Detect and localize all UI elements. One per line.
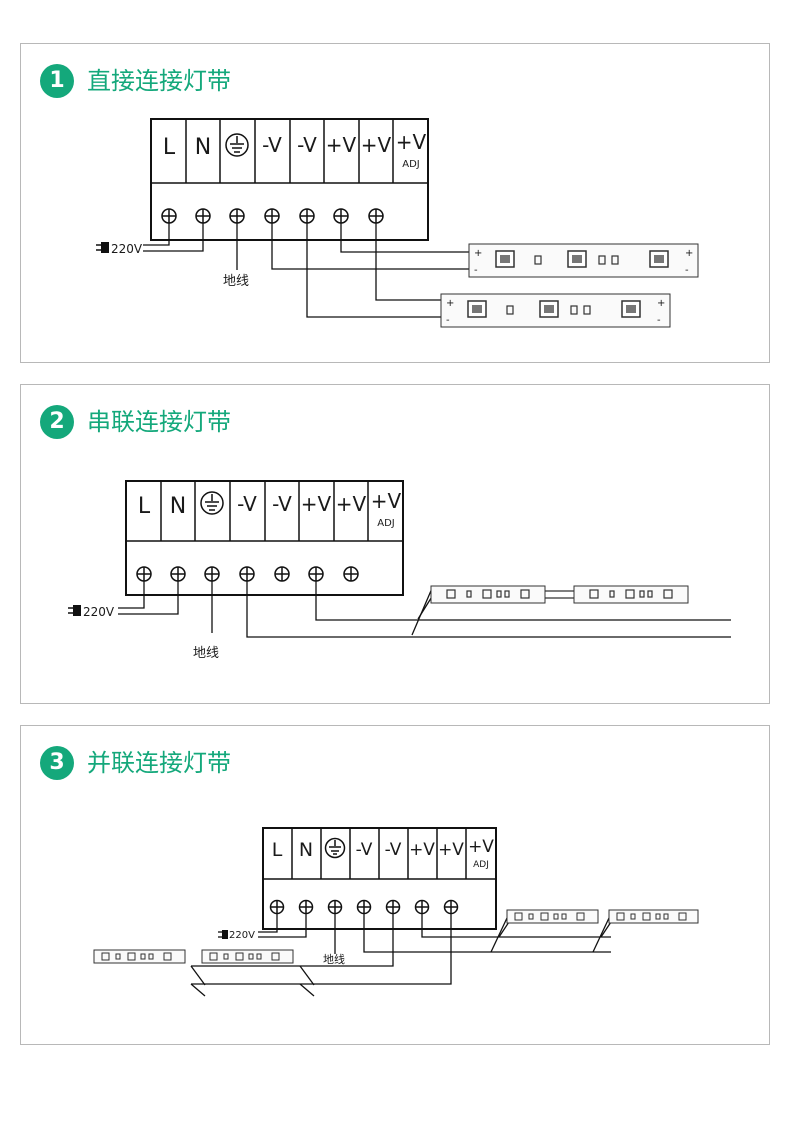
- wiring-diagram-parallel: L N -V -V +V +V +V ADJ: [93, 827, 699, 997]
- ground-symbol-icon: [200, 491, 224, 515]
- terminal-label-minus-v: -V: [262, 133, 282, 157]
- wires: [190, 913, 612, 997]
- mains-voltage-label: 220V: [111, 242, 143, 256]
- terminal-label-plus-v: +V: [336, 492, 367, 516]
- wires: [118, 581, 731, 638]
- adj-label: ADJ: [402, 159, 420, 170]
- terminal-label-N: N: [299, 839, 313, 861]
- wiring-diagram-direct: L N -V -V +V +V +V ADJ: [96, 118, 699, 328]
- ground-wire-label: 地线: [193, 646, 219, 661]
- terminal-label-plus-v-adj: +V: [468, 837, 494, 857]
- mains-plug-icon: [68, 605, 81, 616]
- terminal-label-L: L: [272, 839, 283, 861]
- mains-voltage-label: 220V: [229, 930, 255, 941]
- section-number-badge: 2: [40, 405, 74, 439]
- mains-plug-icon: [96, 242, 109, 253]
- terminal-label-L: L: [138, 494, 151, 519]
- terminal-label-N: N: [170, 494, 186, 519]
- section-title: 并联连接灯带: [87, 749, 231, 777]
- led-strip: [430, 585, 546, 604]
- strip-plus-label: +: [657, 298, 665, 309]
- terminal-label-plus-v: +V: [361, 133, 392, 157]
- terminal-label-plus-v: +V: [438, 840, 464, 860]
- power-supply: L N -V -V +V +V +V ADJ: [262, 827, 497, 930]
- terminal-label-L: L: [163, 135, 176, 160]
- ground-symbol-icon: [225, 133, 249, 157]
- led-strip: [506, 909, 599, 924]
- wires: [143, 223, 469, 318]
- strip-minus-label: -: [474, 265, 478, 276]
- terminal-label-minus-v: -V: [297, 133, 317, 157]
- led-strip: [573, 585, 689, 604]
- section-number-badge: 1: [40, 64, 74, 98]
- strip-minus-label: -: [657, 315, 661, 326]
- terminal-label-plus-v: +V: [409, 840, 435, 860]
- section-number-badge: 3: [40, 746, 74, 780]
- terminal-label-plus-v-adj: +V: [371, 489, 402, 513]
- section-title: 串联连接灯带: [87, 408, 231, 436]
- strip-plus-label: +: [685, 248, 693, 259]
- terminal-dividers: [185, 119, 394, 183]
- power-supply: L N -V -V +V +V +V ADJ: [125, 480, 404, 596]
- led-strip: + - + -: [468, 243, 699, 278]
- terminal-label-minus-v: -V: [356, 840, 373, 860]
- terminal-label-plus-v: +V: [326, 133, 357, 157]
- terminal-label-plus-v-adj: +V: [396, 130, 427, 154]
- power-supply: L N -V -V +V +V +V ADJ: [150, 118, 429, 241]
- led-strip: [93, 949, 186, 964]
- strip-minus-label: -: [446, 315, 450, 326]
- ground-wire-label: 地线: [323, 952, 345, 966]
- adj-label: ADJ: [377, 518, 395, 529]
- terminal-label-N: N: [195, 135, 211, 160]
- strip-plus-label: +: [446, 298, 454, 309]
- ground-symbol-icon: [324, 837, 346, 859]
- mains-plug-icon: [218, 930, 228, 939]
- mains-voltage-label: 220V: [83, 605, 115, 619]
- ground-wire-label: 地线: [223, 274, 249, 289]
- led-strip: [201, 949, 294, 964]
- led-strip: + - + -: [440, 293, 671, 328]
- adj-label: ADJ: [473, 860, 489, 870]
- terminal-label-minus-v: -V: [272, 492, 292, 516]
- wiring-diagram-series: L N -V -V +V +V +V ADJ: [68, 480, 731, 661]
- screw-terminals: [161, 208, 384, 224]
- terminal-label-minus-v: -V: [237, 492, 257, 516]
- terminal-label-plus-v: +V: [301, 492, 332, 516]
- strip-plus-label: +: [474, 248, 482, 259]
- section-series-connection: 2 串联连接灯带 L N -V -V +V +V: [20, 384, 770, 704]
- strip-connector: [545, 590, 574, 599]
- section-title: 直接连接灯带: [87, 67, 231, 95]
- strip-minus-label: -: [685, 265, 689, 276]
- section-parallel-connection: 3 并联连接灯带 L N -V -V +V +V: [20, 725, 770, 1045]
- section-direct-connection: 1 直接连接灯带 L N -V -V +V +V: [20, 43, 770, 363]
- terminal-label-minus-v: -V: [385, 840, 402, 860]
- led-strip: [608, 909, 699, 924]
